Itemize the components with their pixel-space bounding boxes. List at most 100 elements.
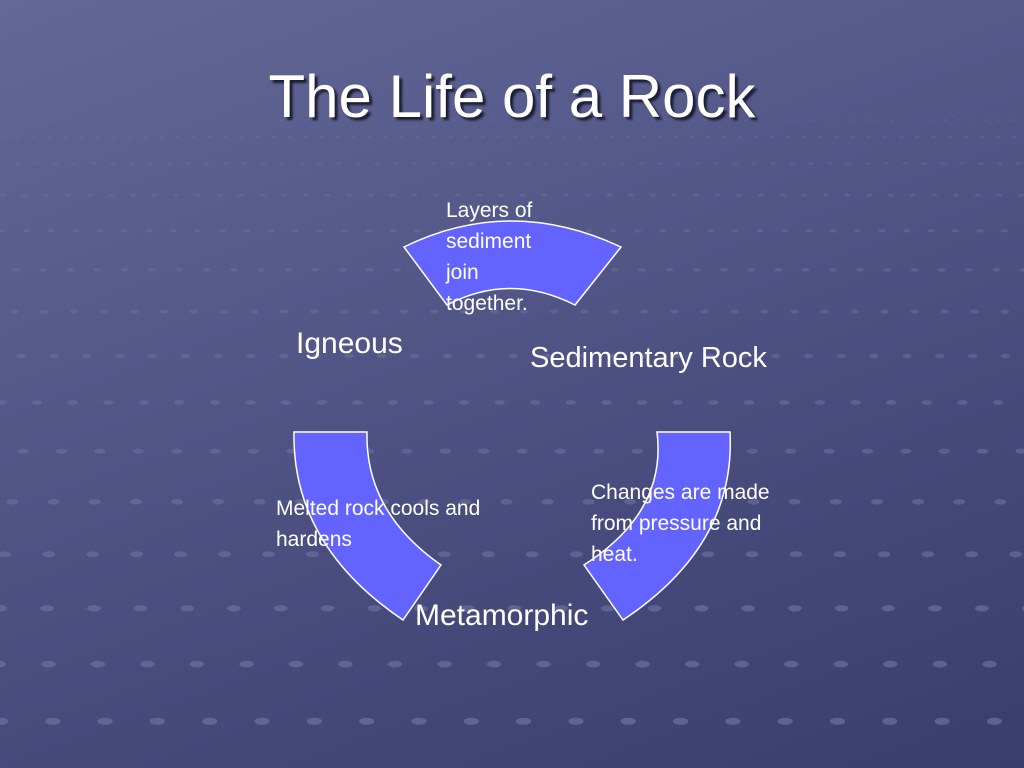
background-dot xyxy=(311,353,322,359)
background-dot xyxy=(151,193,158,197)
background-dot xyxy=(541,193,548,197)
background-dot xyxy=(464,119,469,121)
background-dot xyxy=(1009,551,1023,558)
background-dot xyxy=(786,136,791,139)
background-dot xyxy=(96,229,104,233)
background-dot xyxy=(611,267,619,272)
background-dot xyxy=(262,551,275,558)
background-dot xyxy=(145,229,153,233)
arrow-to-sedimentary xyxy=(402,220,623,306)
background-dot xyxy=(921,162,927,165)
background-dot xyxy=(310,309,319,314)
background-dot xyxy=(69,309,79,314)
background-dot xyxy=(194,193,201,197)
background-dot xyxy=(803,353,814,359)
background-dot xyxy=(732,162,739,165)
background-dot xyxy=(40,605,54,612)
background-dot xyxy=(917,119,921,121)
background-dot xyxy=(247,448,259,454)
background-dot xyxy=(974,193,981,197)
background-dot xyxy=(883,660,898,668)
background-dot xyxy=(606,193,613,197)
background-dot xyxy=(541,353,551,359)
background-dot xyxy=(565,400,576,405)
background-dot xyxy=(292,229,299,233)
background-dot xyxy=(189,660,205,668)
background-dot xyxy=(854,229,862,233)
background-dot xyxy=(550,309,559,314)
background-dot xyxy=(288,660,304,668)
background-dot xyxy=(12,267,20,272)
background-dot xyxy=(624,119,629,121)
background-dot xyxy=(994,499,1007,505)
background-dot xyxy=(93,267,102,272)
background-dot xyxy=(610,309,619,314)
background-dot xyxy=(400,309,409,314)
background-dot xyxy=(774,267,783,272)
background-dot xyxy=(601,605,615,612)
background-dot xyxy=(174,400,185,405)
background-dot xyxy=(430,309,439,314)
background-dot xyxy=(790,309,799,314)
background-dot xyxy=(449,162,455,165)
background-dot xyxy=(638,267,647,272)
background-dot xyxy=(317,162,323,165)
background-dot xyxy=(67,400,78,405)
background-dot xyxy=(705,353,715,359)
background-dot xyxy=(814,400,826,405)
background-dot xyxy=(252,119,256,121)
background-dot xyxy=(460,309,469,314)
background-dot xyxy=(366,267,374,272)
background-dot xyxy=(829,717,846,725)
background-dot xyxy=(585,229,593,233)
background-dot xyxy=(627,193,635,197)
background-dot xyxy=(46,136,51,139)
background-dot xyxy=(284,267,293,272)
background-dot xyxy=(886,400,897,405)
background-dot xyxy=(940,309,949,314)
background-dot xyxy=(418,499,431,505)
background-dot xyxy=(937,267,946,272)
background-dot xyxy=(823,448,835,454)
background-dot xyxy=(692,193,700,197)
background-dot xyxy=(223,136,228,139)
background-dot xyxy=(120,229,128,233)
background-dot xyxy=(770,136,775,139)
background-dot xyxy=(279,162,286,165)
background-dot xyxy=(126,136,132,139)
sedimentary-label: Sedimentary Rock xyxy=(530,342,767,374)
background-dot xyxy=(647,605,662,612)
background-dot xyxy=(271,136,277,139)
background-dot xyxy=(55,448,68,454)
background-dot xyxy=(664,119,669,121)
background-dot xyxy=(507,605,522,612)
background-dot xyxy=(736,193,743,197)
background-dot xyxy=(785,448,797,454)
background-dot xyxy=(411,162,418,165)
background-dot xyxy=(189,309,199,314)
background-dot xyxy=(128,162,135,165)
background-dot xyxy=(220,309,229,314)
background-dot xyxy=(209,400,221,405)
background-dot xyxy=(997,162,1003,165)
background-dot xyxy=(475,353,486,359)
background-dot xyxy=(254,717,270,725)
background-dot xyxy=(173,193,180,197)
background-dot xyxy=(512,136,518,139)
background-dot xyxy=(316,229,324,233)
background-dot xyxy=(625,136,630,139)
background-dot xyxy=(42,551,56,558)
background-dot xyxy=(280,309,289,314)
background-dot xyxy=(1000,309,1010,314)
background-dot xyxy=(398,119,403,121)
background-dot xyxy=(670,309,679,314)
background-dot xyxy=(959,162,965,165)
background-dot xyxy=(801,193,808,197)
background-dot xyxy=(883,267,892,272)
background-dot xyxy=(1021,605,1024,611)
background-dot xyxy=(108,193,115,197)
slide-title: The Life of a Rock xyxy=(268,63,756,130)
background-dot xyxy=(554,605,568,612)
background-dot xyxy=(0,551,12,558)
